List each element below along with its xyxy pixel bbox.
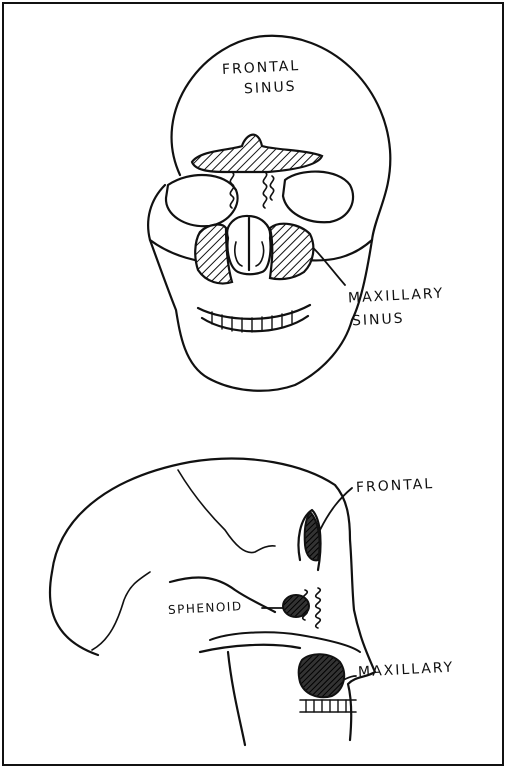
right-orbit: [283, 172, 353, 223]
left-orbit: [166, 175, 238, 226]
sphenoid-sinus: [283, 595, 309, 617]
label-frontal-sinus-line2: SINUS: [244, 79, 297, 98]
maxillary-sinus-right: [270, 224, 313, 279]
maxillary-sinus-side: [299, 654, 344, 697]
label-maxillary-sinus-line2: SINUS: [352, 311, 405, 330]
maxillary-sinus-left: [195, 225, 232, 284]
frontal-sinus: [192, 135, 322, 172]
